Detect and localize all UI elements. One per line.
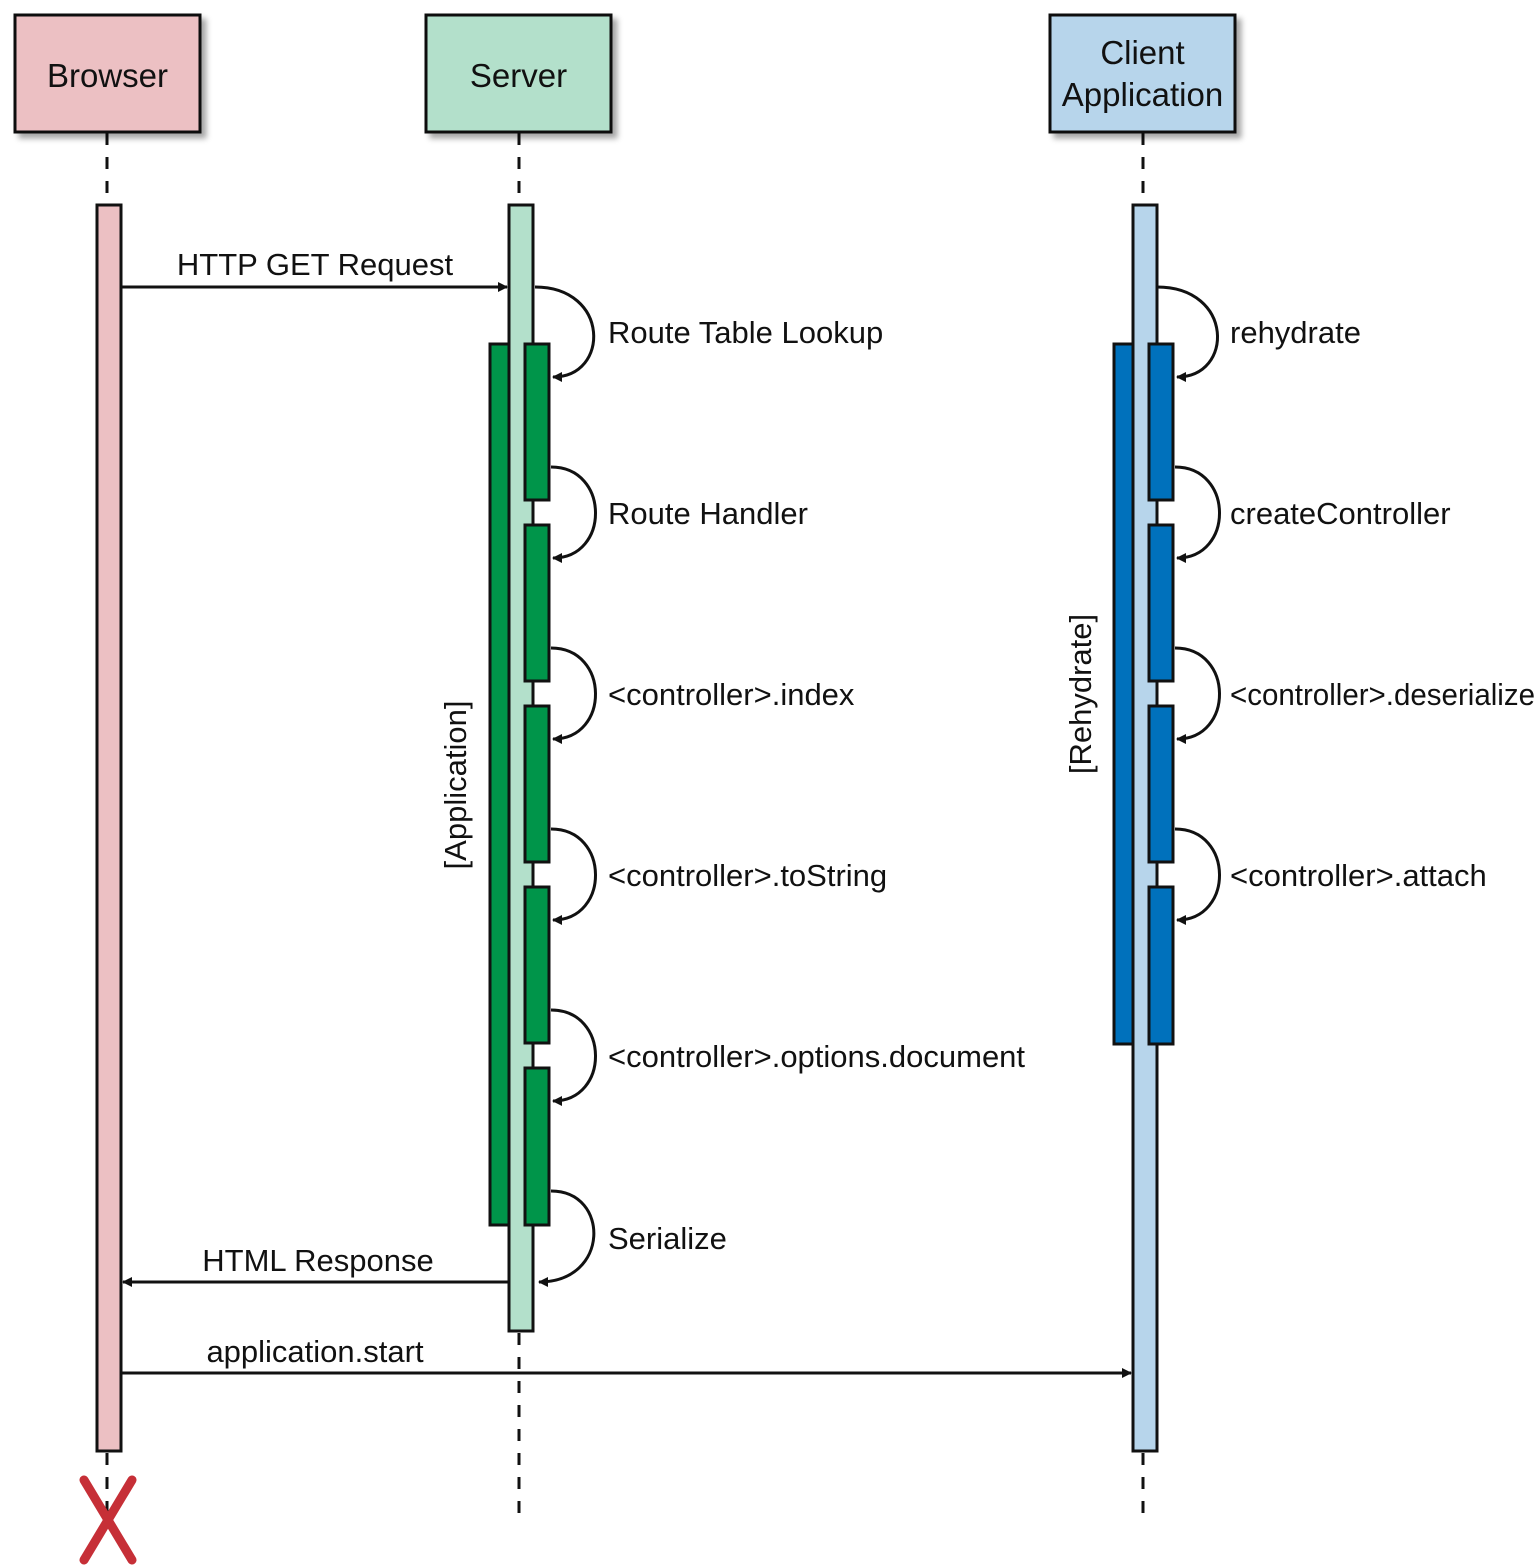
self-call-arrow — [1174, 827, 1221, 925]
server-header-label: Server — [470, 57, 567, 94]
server-step-label: Route Table Lookup — [608, 315, 883, 350]
application-start-message: application.start — [121, 1334, 1132, 1378]
server-step-segments — [523, 342, 551, 1227]
self-call-arrow — [1156, 285, 1220, 382]
client-step-segment — [1147, 342, 1175, 502]
server-step-label: <controller>.toString — [608, 858, 887, 893]
browser-header-box — [13, 13, 202, 134]
client-self-calls — [1156, 285, 1221, 925]
browser-activation-bar — [95, 203, 123, 1453]
browser-header-label: Browser — [47, 57, 168, 94]
server-step-label: <controller>.index — [608, 677, 855, 712]
server-step-segment — [523, 1066, 551, 1227]
client-step-labels: rehydrate createController <controller>.… — [1230, 315, 1535, 893]
rehydrate-group-bar — [1112, 342, 1135, 1046]
self-call-arrow — [1174, 646, 1221, 744]
client-header-label-line2: Application — [1062, 76, 1223, 113]
self-call-arrow — [550, 465, 597, 563]
client-step-segment — [1147, 704, 1175, 864]
server-step-label: Serialize — [608, 1221, 727, 1256]
server-step-segment — [523, 523, 551, 683]
client-step-segment — [1147, 885, 1175, 1046]
server-step-segment — [523, 342, 551, 502]
client-step-segments — [1147, 342, 1175, 1046]
server-header-box — [424, 13, 613, 134]
server-participant: Server — [424, 13, 613, 134]
client-step-label: <controller>.attach — [1230, 858, 1487, 893]
server-step-segment — [523, 885, 551, 1045]
rehydrate-group-label: [Rehydrate] — [1063, 614, 1098, 774]
self-call-arrow — [538, 1189, 596, 1287]
server-step-segment — [523, 704, 551, 864]
html-response-label: HTML Response — [202, 1243, 433, 1278]
server-step-labels: Route Table Lookup Route Handler <contro… — [608, 315, 1025, 1256]
self-call-arrow — [550, 646, 597, 744]
http-get-message: HTTP GET Request — [121, 247, 508, 292]
client-step-label: createController — [1230, 496, 1451, 531]
client-header-label-line1: Client — [1100, 34, 1184, 71]
client-step-label: rehydrate — [1230, 315, 1361, 350]
html-response-message: HTML Response — [122, 1243, 509, 1287]
client-step-segment — [1147, 523, 1175, 683]
server-step-label: Route Handler — [608, 496, 808, 531]
client-header-box — [1048, 13, 1237, 134]
server-self-calls — [534, 285, 597, 1287]
self-call-arrow — [1174, 465, 1221, 563]
application-group-label: [Application] — [438, 701, 473, 870]
self-call-arrow — [534, 285, 596, 382]
application-group-bar — [488, 342, 511, 1227]
self-call-arrow — [550, 827, 597, 925]
http-get-label: HTTP GET Request — [177, 247, 454, 282]
browser-participant: Browser — [13, 13, 202, 134]
browser-destroy-x-icon — [79, 1475, 137, 1565]
client-participant: Client Application — [1048, 13, 1237, 134]
self-call-arrow — [550, 1008, 597, 1106]
client-step-label: <controller>.deserialize — [1230, 677, 1535, 712]
application-start-label: application.start — [206, 1334, 424, 1369]
server-step-label: <controller>.options.document — [608, 1039, 1025, 1074]
